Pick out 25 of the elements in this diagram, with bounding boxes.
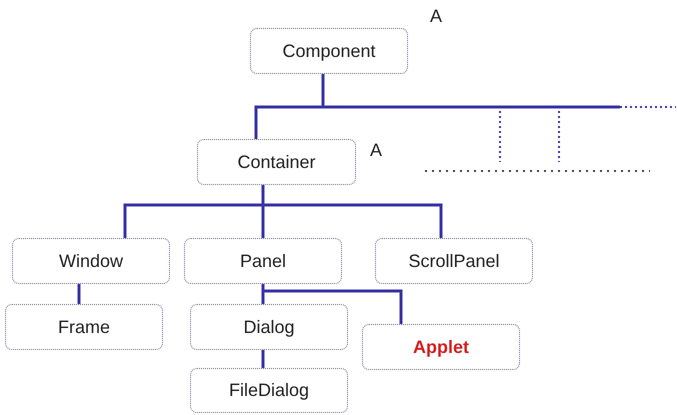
class-box bbox=[375, 238, 533, 284]
class-name: Applet bbox=[413, 336, 469, 358]
connector-line bbox=[78, 284, 80, 304]
class-name: Dialog bbox=[243, 316, 295, 338]
class-box bbox=[362, 324, 520, 370]
connector-line bbox=[254, 74, 324, 139]
class-box bbox=[184, 238, 342, 284]
class-name: ScrollPanel bbox=[408, 250, 500, 272]
class-box bbox=[250, 28, 408, 74]
connector-line bbox=[262, 185, 442, 238]
connector-line bbox=[262, 284, 402, 324]
class-box bbox=[5, 304, 163, 350]
class-name: Window bbox=[58, 250, 124, 272]
class-box bbox=[12, 238, 170, 284]
connector-line bbox=[262, 350, 264, 368]
class-name: Component bbox=[282, 40, 376, 62]
class-name: Frame bbox=[58, 316, 110, 338]
class-name: Panel bbox=[240, 250, 286, 272]
class-name: Container bbox=[237, 152, 316, 172]
class-box bbox=[190, 304, 348, 350]
abstract-marker: A bbox=[430, 6, 442, 27]
class-name: FileDialog bbox=[228, 380, 310, 401]
class-box bbox=[197, 139, 356, 185]
abstract-marker: A bbox=[370, 140, 382, 161]
class-box bbox=[190, 368, 348, 413]
